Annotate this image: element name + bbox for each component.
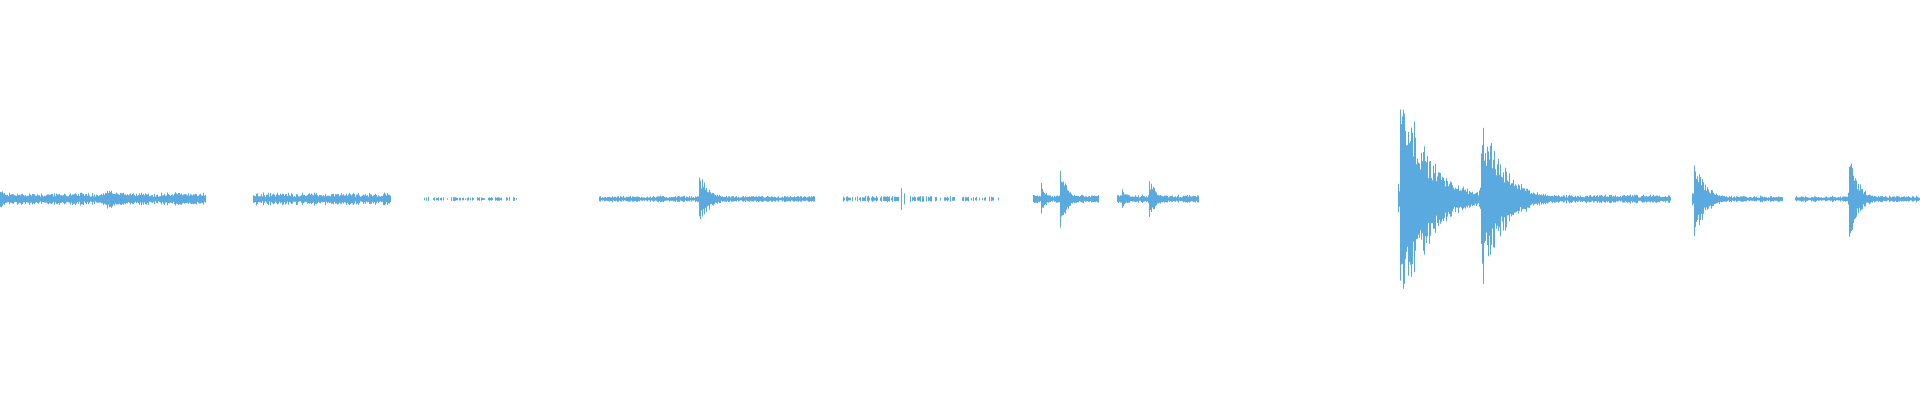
waveform-segment-7 — [1117, 181, 1199, 217]
waveform-segment-10 — [1795, 163, 1920, 237]
waveform-peaks — [0, 109, 1920, 289]
waveform-segment-9 — [1692, 165, 1783, 237]
waveform-segment-5 — [843, 188, 999, 210]
waveform-segment-8 — [1398, 109, 1671, 289]
waveform-segment-2 — [253, 192, 391, 206]
waveform-segment-6 — [1033, 170, 1099, 228]
waveform-segment-4 — [599, 177, 815, 220]
waveform-segment-3 — [424, 196, 517, 202]
waveform-segment-1 — [0, 190, 206, 209]
